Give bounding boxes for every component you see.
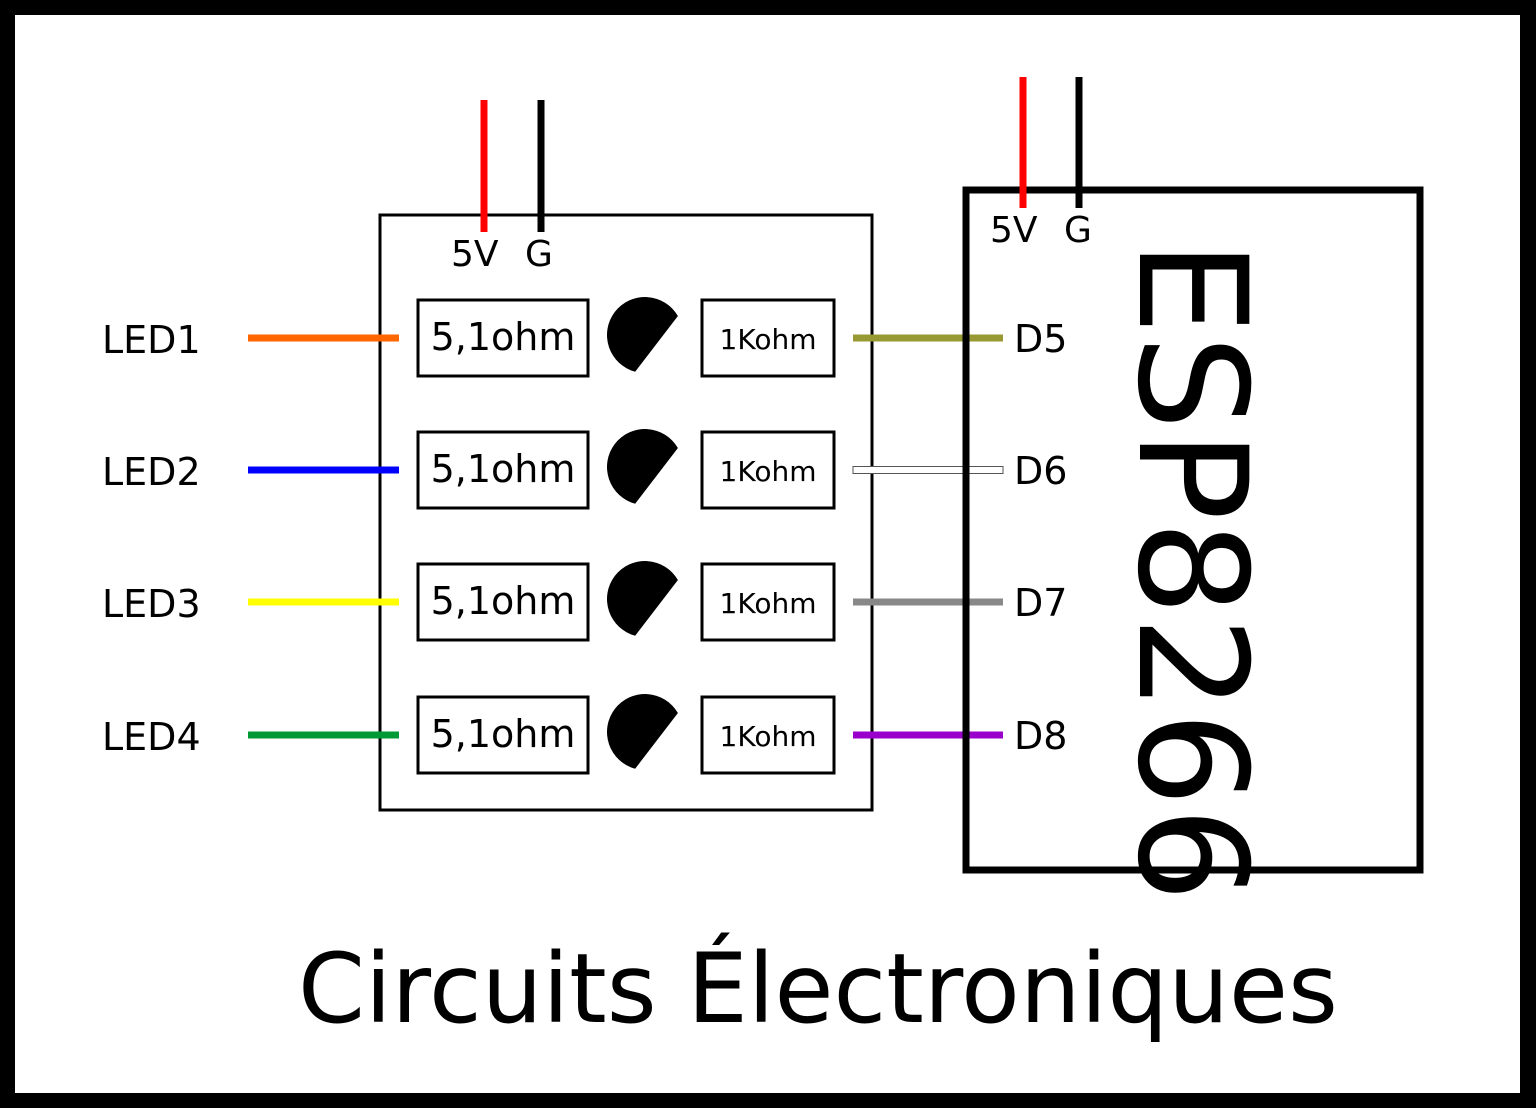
transistor-icon (606, 429, 678, 504)
transistor-icon (606, 296, 678, 372)
resistor-low-box (416, 298, 590, 378)
transistor-icon (606, 694, 678, 769)
pin-label: D6 (1014, 449, 1067, 493)
resistor-low-box (416, 430, 590, 510)
led-label: LED4 (102, 715, 201, 759)
resistor-high-box (700, 562, 836, 642)
resistor-high-box (700, 695, 836, 775)
resistor-high-label: 1Kohm (720, 323, 817, 356)
resistor-high-label: 1Kohm (720, 720, 817, 753)
esp-gnd-label: G (1064, 210, 1092, 251)
resistor-low-box (416, 695, 590, 775)
resistor-high-box (700, 298, 836, 378)
led-label: LED1 (102, 318, 201, 362)
channel-row: LED4 5,1ohm 1Kohm D8 (102, 694, 1067, 775)
resistor-low-box (416, 562, 590, 642)
led-label: LED2 (102, 450, 201, 494)
resistor-low-label: 5,1ohm (431, 447, 576, 491)
resistor-high-label: 1Kohm (720, 455, 817, 488)
pin-label: D5 (1014, 317, 1067, 361)
led-label: LED3 (102, 582, 201, 626)
pin-wire (852, 466, 1004, 474)
channel-row: LED2 5,1ohm 1Kohm D6 (102, 429, 1067, 510)
driver-board: 5V G (378, 100, 874, 812)
esp-module: 5V G ESP8266 (962, 77, 1424, 902)
esp-module-name: ESP8266 (1104, 240, 1278, 902)
driver-board-outline (378, 213, 874, 812)
resistor-low-label: 5,1ohm (431, 315, 576, 359)
canvas-background (15, 15, 1520, 1093)
channel-row: LED1 5,1ohm 1Kohm D5 (102, 296, 1067, 378)
resistor-low-label: 5,1ohm (431, 579, 576, 623)
resistor-low-label: 5,1ohm (431, 712, 576, 756)
driver-5v-label: 5V (451, 234, 499, 275)
channel-row: LED3 5,1ohm 1Kohm D7 (102, 561, 1067, 642)
pin-label: D7 (1014, 581, 1067, 625)
transistor-icon (606, 561, 678, 636)
pin-label: D8 (1014, 714, 1067, 758)
driver-gnd-label: G (525, 234, 553, 275)
resistor-high-box (700, 430, 836, 510)
resistor-high-label: 1Kohm (720, 587, 817, 620)
esp-module-outline (962, 186, 1424, 874)
esp-5v-label: 5V (990, 210, 1038, 251)
diagram-title: Circuits Électroniques (298, 932, 1338, 1045)
